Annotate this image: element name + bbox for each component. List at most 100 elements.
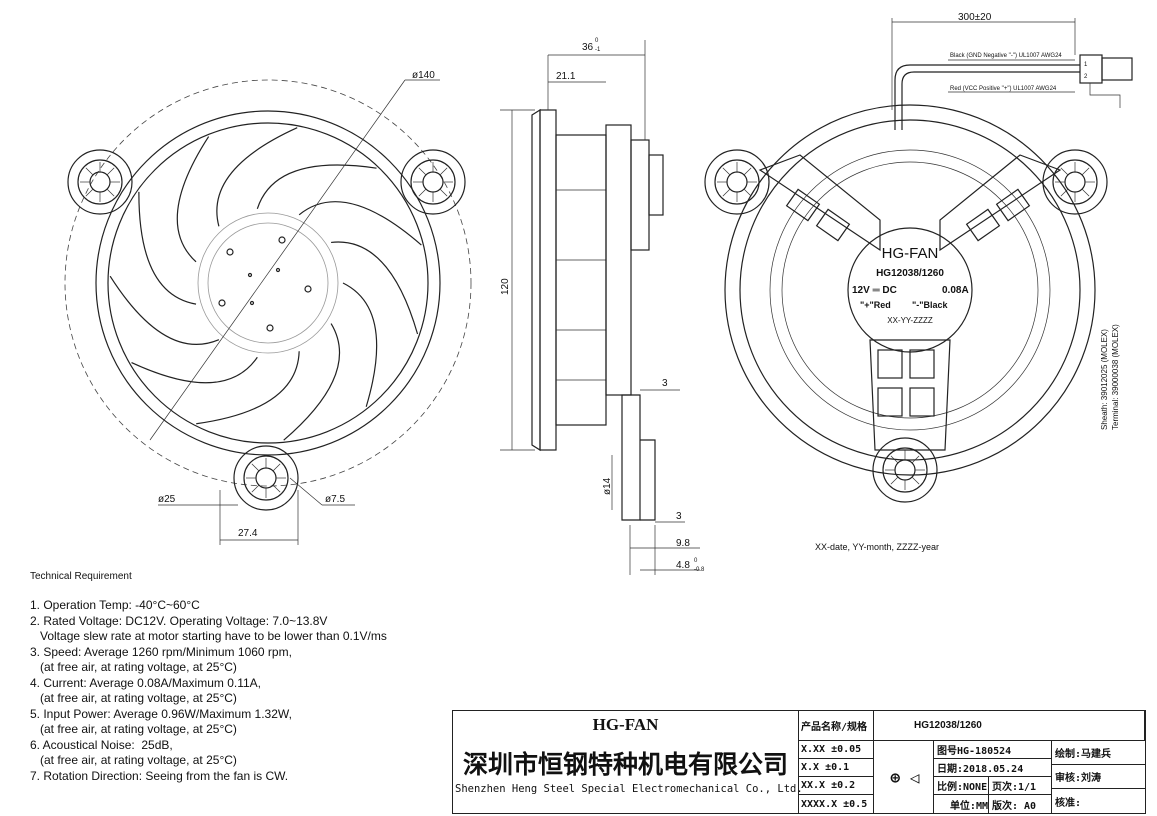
pin-2: 2 xyxy=(1084,74,1088,80)
requirement-line: 5. Input Power: Average 0.96W/Maximum 1.… xyxy=(30,706,292,721)
dim-hub-9-8: 9.8 xyxy=(676,538,690,549)
dim-boss-diameter: ø25 xyxy=(158,494,176,505)
impeller-body xyxy=(555,134,607,426)
front-view: ø140 ø25 ø7.5 27.4 xyxy=(64,70,472,545)
mounting-boss xyxy=(872,437,938,503)
drawn-by: 绘制:马建兵 xyxy=(1052,741,1145,765)
hub-holes xyxy=(218,236,312,332)
checked-by: 审核:刘涛 xyxy=(1052,765,1145,789)
impeller-blade xyxy=(216,127,298,227)
dim-hub-4-8: 4.8 xyxy=(676,560,690,571)
label-black: "-"Black xyxy=(912,300,949,310)
mounting-boss xyxy=(400,149,466,215)
label-current: 0.08A xyxy=(942,285,969,296)
projection-symbol-icon: ⊕ ◁ xyxy=(874,741,934,813)
screw-hole-icon xyxy=(89,171,111,193)
requirement-line: 3. Speed: Average 1260 rpm/Minimum 1060 … xyxy=(30,644,292,659)
requirement-line: (at free air, at rating voltage, at 25°C… xyxy=(30,753,237,767)
pin-1: 1 xyxy=(1084,62,1088,68)
product-label: 产品名称/规格 xyxy=(798,711,874,741)
product-model: HG12038/1260 xyxy=(874,711,1145,741)
label-circle xyxy=(847,227,973,353)
spider-arms xyxy=(758,154,1062,451)
dim-hole-diameter: ø7.5 xyxy=(325,494,345,505)
motor-bracket xyxy=(605,124,632,396)
screw-hole-icon xyxy=(1064,171,1086,193)
approved-by: 核准: xyxy=(1055,797,1082,809)
mounting-boss xyxy=(67,149,133,215)
impeller-blades xyxy=(109,127,422,441)
dim-diameter-140: ø140 xyxy=(412,70,435,81)
impeller-blade xyxy=(283,323,341,441)
impeller-blade xyxy=(342,282,378,407)
requirement-line: 7. Rotation Direction: Seeing from the f… xyxy=(30,768,289,783)
requirement-line: 4. Current: Average 0.08A/Maximum 0.11A, xyxy=(30,675,262,690)
requirement-line: 1. Operation Temp: -40°C~60°C xyxy=(30,598,200,612)
drawing-number: 图号HG-180524 xyxy=(934,741,1052,759)
dim-bracket2-3: 3 xyxy=(676,511,682,522)
hub-inner xyxy=(207,222,329,344)
dim-height-120: 120 xyxy=(500,278,511,295)
tolerance-row: X.XX ±0.05 xyxy=(798,741,874,759)
label-brand: HG-FAN xyxy=(882,245,939,262)
drawing-unit: 单位:MM xyxy=(934,795,989,813)
tol-upper: 0 xyxy=(694,558,698,564)
dim-cable-length: 300±20 xyxy=(958,12,992,23)
dim-frame-21: 21.1 xyxy=(556,71,576,82)
rear-mounting-bosses xyxy=(704,149,1108,503)
tolerance-row: XX.X ±0.2 xyxy=(798,777,874,795)
impeller-blade xyxy=(331,241,419,335)
rear-outer-ring xyxy=(724,104,1096,476)
dim-bracket-3: 3 xyxy=(662,378,668,389)
requirement-line: (at free air, at rating voltage, at 25°C… xyxy=(30,722,237,736)
drawing-scale: 比例:NONE xyxy=(934,777,989,795)
wire-red-label: Red (VCC Positive "+") UL1007 AWG24 xyxy=(950,86,1057,92)
requirement-line: 2. Rated Voltage: DC12V. Operating Volta… xyxy=(30,613,328,628)
sheath-spec: Sheath: 39012025 (MOLEX) xyxy=(1100,329,1109,430)
tol-upper: 0 xyxy=(595,38,599,44)
date-code-legend: XX-date, YY-month, ZZZZ-year xyxy=(815,542,939,552)
side-view: 36 0 -1 21.1 120 3 ø14 3 9.8 4.8 0 -0.8 xyxy=(500,38,705,575)
frame-plate xyxy=(539,109,557,451)
hub-ring xyxy=(197,212,339,354)
terminal-spec: Terminal: 39000038 (MOLEX) xyxy=(1111,324,1120,430)
company-name-cn: 深圳市恒钢特种机电有限公司 xyxy=(462,751,788,779)
brand: HG-FAN xyxy=(592,715,659,734)
drawing-page: 页次:1/1 xyxy=(989,777,1052,795)
label-voltage: 12V ═ DC xyxy=(852,285,897,296)
dim-boss-width: 27.4 xyxy=(238,528,258,539)
impeller-blade xyxy=(256,164,377,209)
requirement-line: 6. Acoustical Noise: 25dB, xyxy=(30,737,173,752)
screw-hole-icon xyxy=(726,171,748,193)
requirements-title: Technical Requirement xyxy=(30,571,132,582)
frame-inner-ring xyxy=(107,122,429,444)
rear-view: HG-FAN HG12038/1260 12V ═ DC 0.08A "+"Re… xyxy=(704,12,1133,552)
label-model: HG12038/1260 xyxy=(876,268,944,279)
requirement-line: Voltage slew rate at motor starting have… xyxy=(30,629,387,643)
frame-outer-ring xyxy=(95,110,441,456)
dim-depth-36: 36 xyxy=(582,42,594,53)
requirement-line: (at free air, at rating voltage, at 25°C… xyxy=(30,691,237,705)
title-block: HG-FAN 深圳市恒钢特种机电有限公司 Shenzhen Heng Steel… xyxy=(452,710,1146,814)
drawing-version: 版次: A0 xyxy=(989,795,1052,813)
impeller-blade xyxy=(196,351,300,425)
mounting-boss xyxy=(704,149,770,215)
tol-lower: -1 xyxy=(595,47,601,53)
tol-lower: -0.8 xyxy=(694,567,705,573)
impeller-blade xyxy=(176,136,210,263)
screw-hole-icon xyxy=(255,467,277,489)
impeller-blade xyxy=(138,191,197,305)
diameter-leader xyxy=(149,79,406,441)
cable xyxy=(894,64,1080,130)
company-cell: HG-FAN 深圳市恒钢特种机电有限公司 Shenzhen Heng Steel… xyxy=(453,711,803,813)
mounting-bosses xyxy=(67,149,466,511)
wire-black-label: Black (GND Negative "-") UL1007 AWG24 xyxy=(950,53,1062,59)
drawing-date: 日期:2018.05.24 xyxy=(934,759,1052,777)
label-date-code: XX-YY-ZZZZ xyxy=(887,316,933,325)
impeller-blade xyxy=(298,201,422,246)
label-red: "+"Red xyxy=(860,300,891,310)
rear-boss xyxy=(621,394,641,521)
impeller-blade xyxy=(131,356,258,384)
mounting-boss xyxy=(233,445,299,511)
